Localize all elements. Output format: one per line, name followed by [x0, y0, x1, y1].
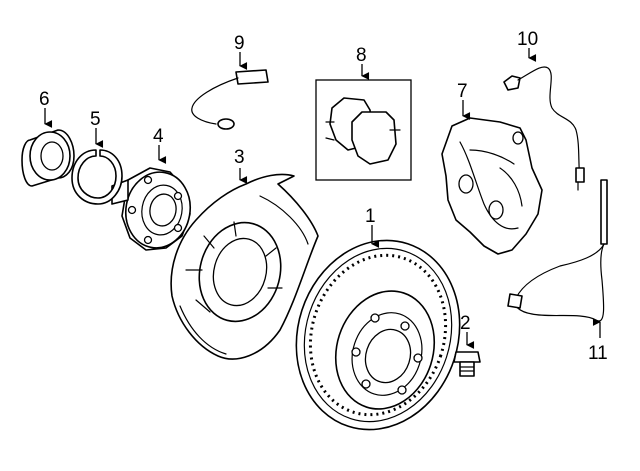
hub[interactable]: [111, 167, 196, 253]
callout-6: 6: [39, 89, 50, 110]
callout-7: 7: [457, 81, 468, 102]
callout-11: 11: [588, 343, 608, 364]
callout-1: 1: [365, 206, 376, 227]
snap-ring[interactable]: [71, 149, 123, 205]
callout-labels: 1 2 3 4 5 6 7 8 9 10 11: [39, 29, 608, 364]
callout-5: 5: [90, 109, 101, 130]
brake-pads[interactable]: [315, 79, 412, 181]
plug[interactable]: [453, 351, 481, 377]
caliper[interactable]: [441, 117, 543, 255]
callout-2: 2: [460, 313, 471, 334]
callout-4: 4: [153, 126, 164, 147]
callout-3: 3: [234, 147, 245, 168]
callout-10: 10: [517, 29, 538, 50]
callout-8: 8: [356, 45, 367, 66]
wear-sensor[interactable]: [191, 69, 269, 130]
brake-rotor[interactable]: [272, 219, 484, 451]
abs-sensor[interactable]: [507, 179, 608, 322]
splash-shield[interactable]: [170, 173, 319, 360]
leader-lines: [44, 48, 601, 349]
brake-hose[interactable]: [503, 66, 585, 191]
callout-9: 9: [234, 33, 245, 54]
wheel-bearing[interactable]: [21, 129, 75, 187]
